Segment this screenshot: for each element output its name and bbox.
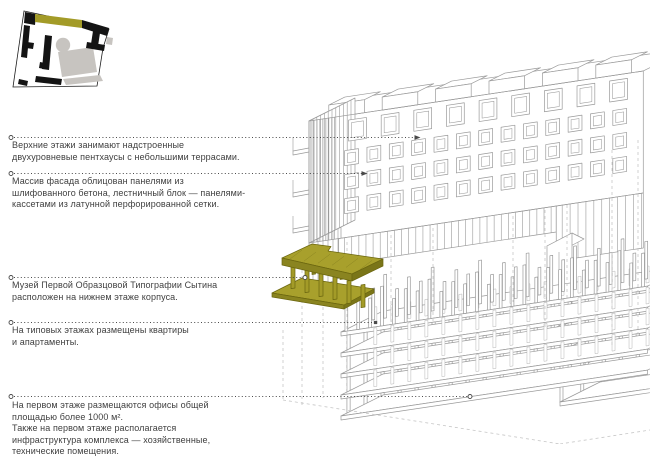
site-plan — [12, 10, 113, 88]
annotation-apartments: На типовых этажах размещены квартиры и а… — [12, 325, 297, 348]
annotation-line: На первом этаже размещаются офисы общей — [12, 400, 209, 410]
annotation-line: технические помещения. — [12, 446, 119, 456]
museum-volume-highlight — [271, 243, 384, 310]
annotation-museum: Музей Первой Образцовой Типографии Сытин… — [12, 280, 297, 303]
annotation-line: Массив фасада облицован панелями из — [12, 176, 184, 186]
annotation-facade: Массив фасада облицован панелями из шлиф… — [12, 176, 297, 211]
annotation-offices: На первом этаже размещаются офисы общей … — [12, 400, 297, 458]
annotation-line: кассетами из латунной перфорированной се… — [12, 199, 220, 209]
axonometric-diagram — [8, 10, 650, 444]
annotation-line: На типовых этажах размещены квартиры — [12, 325, 189, 335]
leader-lines — [8, 135, 473, 399]
annotation-line: инфраструктура комплекса — хозяйственные… — [12, 434, 211, 445]
annotation-line: площадью более 1000 м². — [12, 411, 124, 422]
structural-frame-wireframe — [340, 232, 650, 421]
annotation-line: двухуровневые пентхаусы с небольшими тер… — [12, 151, 240, 162]
annotation-line: Музей Первой Образцовой Типографии Сытин… — [12, 280, 218, 290]
annotation-line: Также на первом этаже располагается — [12, 423, 177, 433]
annotation-line: шлифованного бетона, лестничный блок — п… — [12, 187, 246, 198]
annotation-penthouses: Верхние этажи занимают надстроенные двух… — [12, 140, 297, 163]
upper-building-wireframe — [292, 51, 650, 294]
annotation-line: Верхние этажи занимают надстроенные — [12, 140, 185, 150]
annotation-line: и апартаменты. — [12, 336, 79, 347]
annotation-line: расположен на нижнем этаже корпуса. — [12, 291, 178, 302]
